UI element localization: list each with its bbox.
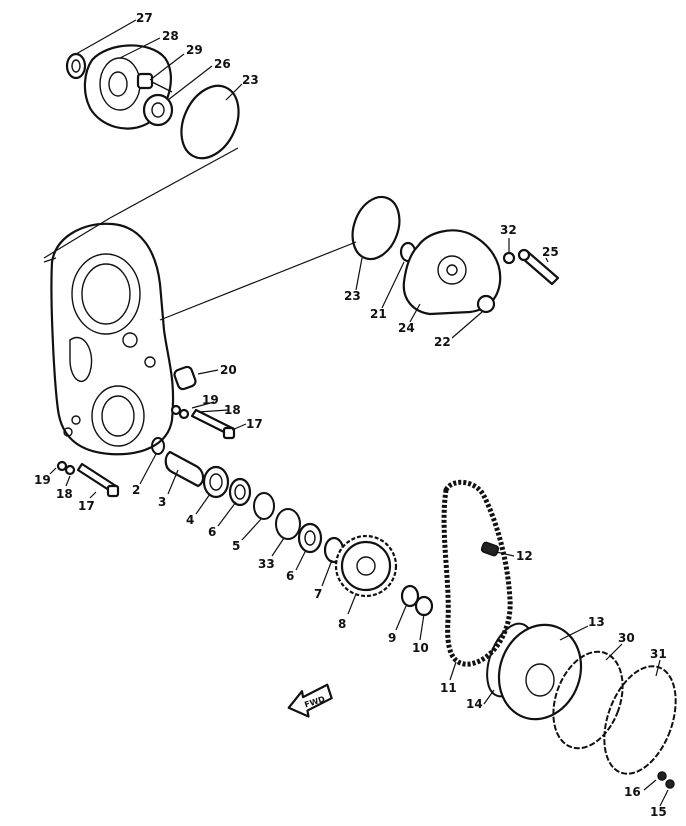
callout-9: 9 (388, 631, 396, 645)
pin-29 (136, 72, 154, 90)
callout-2: 2 (132, 483, 140, 497)
callout-19-lower: 19 (34, 473, 51, 487)
callout-30: 30 (618, 631, 635, 645)
sprocket-8 (334, 534, 398, 598)
callout-16: 16 (624, 785, 641, 799)
gasket-22 (476, 294, 496, 314)
callout-27: 27 (136, 11, 153, 25)
bearing-4 (202, 465, 230, 499)
plate-31 (603, 665, 677, 775)
callout-labels: 27 28 29 26 23 23 21 24 22 32 25 20 19 1… (34, 11, 667, 819)
screw-15 (665, 779, 675, 789)
callout-23-top: 23 (242, 73, 259, 87)
callout-17-upper: 17 (246, 417, 263, 431)
crankcase-cover (43, 217, 357, 456)
o-ring-23-top (180, 84, 240, 160)
o-ring-2 (151, 437, 165, 455)
bushing-3 (164, 450, 205, 488)
callout-15: 15 (650, 805, 667, 819)
callout-22: 22 (434, 335, 451, 349)
seal-30 (552, 650, 624, 750)
callout-17-lower: 17 (78, 499, 95, 513)
chain-cover-13 (497, 623, 583, 721)
callout-13: 13 (588, 615, 605, 629)
shaft-stack (151, 437, 345, 564)
callout-20: 20 (220, 363, 237, 377)
bolt-set-upper (170, 404, 236, 440)
callout-29: 29 (186, 43, 203, 57)
callout-7: 7 (314, 587, 322, 601)
callout-14: 14 (466, 697, 483, 711)
callout-8: 8 (338, 617, 346, 631)
callout-5: 5 (232, 539, 240, 553)
callout-33: 33 (258, 557, 275, 571)
callout-31: 31 (650, 647, 667, 661)
oil-seal-27 (65, 52, 87, 80)
callout-11: 11 (440, 681, 457, 695)
leader-lines (49, 19, 669, 807)
washer-6a (228, 477, 252, 507)
callout-12: 12 (516, 549, 533, 563)
screw-16 (657, 771, 667, 781)
bearing-26 (142, 93, 174, 127)
callout-18-upper: 18 (224, 403, 241, 417)
callout-6b: 6 (286, 569, 294, 583)
master-link-12 (480, 541, 500, 557)
chain-cover-group (486, 622, 677, 789)
callout-32: 32 (500, 223, 517, 237)
callout-19-upper: 19 (202, 393, 219, 407)
washer-32 (502, 251, 516, 265)
oil-pump-group (351, 195, 560, 316)
callout-18-lower: 18 (56, 487, 73, 501)
o-ring-23-pump (351, 195, 401, 261)
rear-cover-assembly (65, 44, 240, 219)
bushing-20 (173, 365, 197, 391)
callout-28: 28 (162, 29, 179, 43)
forward-arrow-icon: FWD (287, 683, 333, 718)
callout-26: 26 (214, 57, 231, 71)
washer-6b (297, 522, 323, 554)
callout-4: 4 (186, 513, 194, 527)
callout-10: 10 (412, 641, 429, 655)
callout-3: 3 (158, 495, 166, 509)
shim-33 (275, 508, 301, 540)
circlip-5 (253, 492, 275, 520)
callout-24: 24 (398, 321, 415, 335)
callout-25: 25 (542, 245, 559, 259)
callout-6a: 6 (208, 525, 216, 539)
callout-23-pump: 23 (344, 289, 361, 303)
lock-washer-9 (400, 584, 420, 608)
nut-10 (414, 595, 434, 617)
chain-11 (441, 479, 513, 667)
bolt-set-lower (56, 460, 120, 498)
callout-21: 21 (370, 307, 387, 321)
